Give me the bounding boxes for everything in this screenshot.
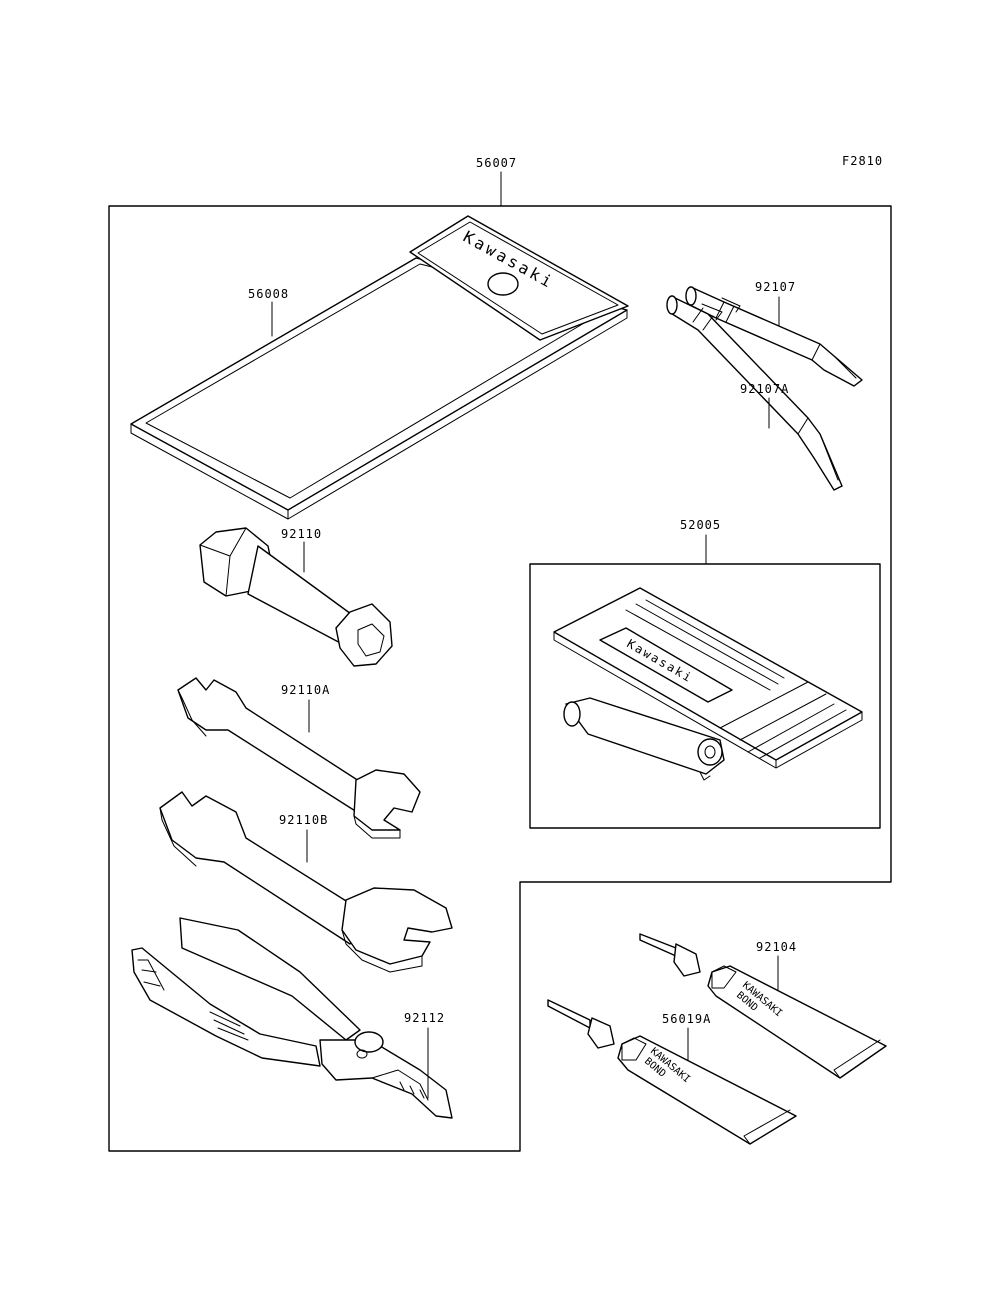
pliers	[131, 917, 453, 1119]
bond-tube-a: KAWASAKI BOND	[547, 999, 797, 1145]
repair-kit: Kawasaki	[553, 587, 863, 781]
tool-bag: Kawasaki	[130, 215, 629, 520]
bond-tube: KAWASAKI BOND	[639, 933, 887, 1079]
callout-bond-tube-a: 56019A	[662, 1012, 711, 1026]
callout-tool-bag: 56008	[248, 287, 289, 301]
repair-kit-frame	[529, 534, 881, 829]
wrench-large	[159, 791, 453, 973]
screwdriver-bit-a	[666, 295, 843, 491]
kit-frame	[108, 171, 892, 1152]
callout-wrench-large: 92110B	[279, 813, 328, 827]
callout-wrench-small: 92110A	[281, 683, 330, 697]
callout-screwdriver-bit-a: 92107A	[740, 382, 789, 396]
callout-kit: 56007	[476, 156, 517, 170]
figure-code: F2810	[842, 154, 883, 168]
spark-plug-wrench	[199, 527, 393, 667]
wrench-small	[177, 677, 421, 839]
callout-pliers: 92112	[404, 1011, 445, 1025]
callout-bond-tube: 92104	[756, 940, 797, 954]
callout-repair-kit: 52005	[680, 518, 721, 532]
callout-screwdriver-bit: 92107	[755, 280, 796, 294]
callout-spark-plug-wrench: 92110	[281, 527, 322, 541]
